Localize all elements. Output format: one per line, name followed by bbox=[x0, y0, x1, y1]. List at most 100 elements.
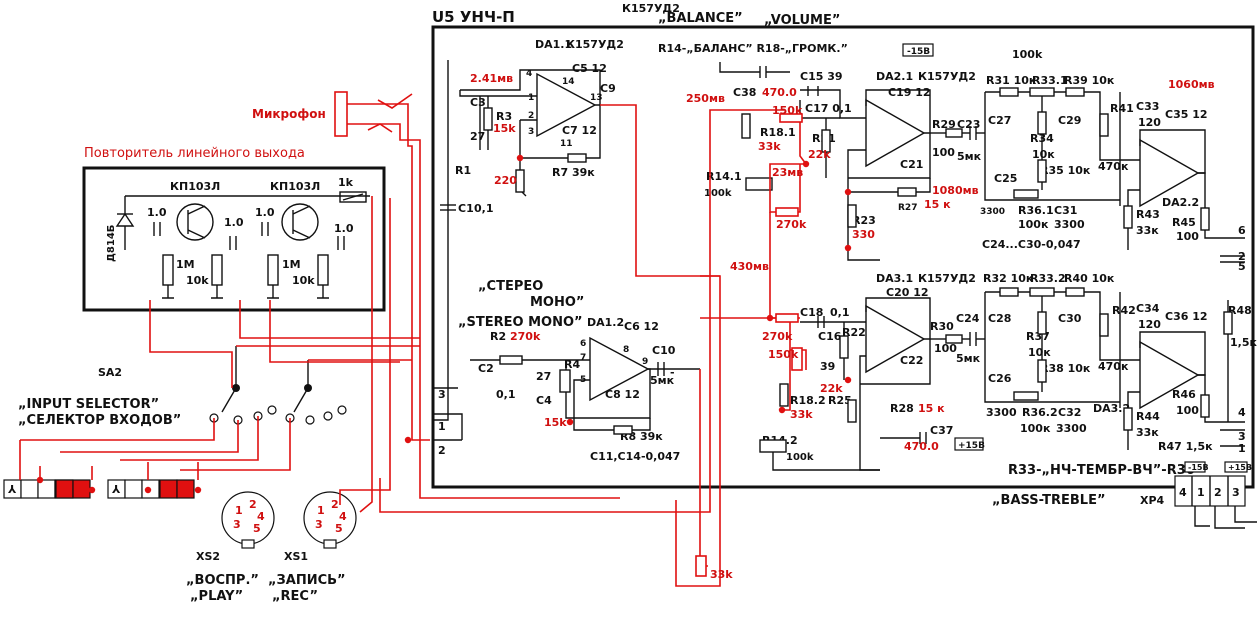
r36-1-value: 100к bbox=[1018, 218, 1049, 231]
r31-resistor bbox=[999, 87, 1019, 97]
da1-2-label: DA1.2 bbox=[587, 316, 624, 329]
gate-resistor-2 bbox=[267, 254, 279, 286]
r43-value: 33к bbox=[1136, 224, 1159, 237]
c3-value: 27 bbox=[470, 130, 485, 143]
r14-1-pot bbox=[745, 177, 773, 191]
c22-label: C22 bbox=[900, 354, 923, 367]
da1-1-pin13: 13 bbox=[590, 93, 603, 103]
xp4-box-1-label: -15В bbox=[1188, 463, 1209, 472]
c17-label: C17 0,1 bbox=[805, 102, 852, 115]
meas-c-470-a: 470.0 bbox=[762, 86, 797, 99]
c10-label: C10 bbox=[652, 344, 676, 357]
left-terminal-2: 2 bbox=[438, 444, 446, 457]
din-pin-label: 4 bbox=[339, 510, 347, 523]
c9-label: C9 bbox=[600, 82, 616, 95]
da1-2-pin9: 9 bbox=[642, 357, 648, 367]
diode-label: Д814Б bbox=[106, 225, 117, 262]
c26-value: 3300 bbox=[986, 406, 1017, 419]
r41-value: 470к bbox=[1098, 160, 1129, 173]
jack-cell-glyph: ⅄ bbox=[8, 483, 17, 496]
din-pin-label: 4 bbox=[257, 510, 265, 523]
tone-caption: R33-„НЧ-ТЕМБР-ВЧ”-R36 bbox=[1008, 463, 1195, 478]
r34-resistor bbox=[1037, 111, 1047, 135]
r44-resistor bbox=[1123, 407, 1133, 431]
r42-label: R42 bbox=[1112, 304, 1136, 317]
c36-label: C36 12 bbox=[1165, 310, 1208, 323]
meas-r-33k-b: 33k bbox=[790, 408, 813, 421]
terminal-4: 4 bbox=[1238, 406, 1246, 419]
left-terminal-1: 1 bbox=[438, 420, 446, 433]
meas-r-15k-c: 15k bbox=[544, 416, 567, 429]
r23-resistor bbox=[847, 204, 857, 228]
c2-label: C2 bbox=[478, 362, 494, 375]
da2-1-type: К157УД2 bbox=[918, 70, 976, 83]
din-pin-label: 3 bbox=[233, 518, 241, 531]
r37-value: 10к bbox=[1028, 346, 1051, 359]
opamp-da3-1 bbox=[865, 304, 926, 374]
din-pin-label: 5 bbox=[253, 522, 261, 535]
gate-r-2-label: 1M bbox=[282, 258, 301, 271]
xs2-label: XS2 bbox=[196, 550, 220, 563]
r14-1-value: 100k bbox=[704, 188, 732, 199]
r48-label: R48 bbox=[1228, 304, 1252, 317]
top-100k-label: 100k bbox=[1012, 48, 1043, 61]
input-selector: SA2 „INPUT SELECTOR” „СЕЛЕКТОР ВХОДОВ” bbox=[18, 346, 347, 428]
meas-v-r21: 23мв bbox=[772, 166, 803, 179]
r31-label: R31 10к bbox=[986, 74, 1037, 87]
r150k-a-resistor bbox=[779, 113, 803, 123]
r33k-c-resistor bbox=[695, 555, 707, 577]
supply-plus-label: +15В bbox=[958, 441, 985, 451]
c31-label: C31 bbox=[1054, 204, 1077, 217]
cap-2-label: 1.0 bbox=[224, 216, 244, 229]
da1-1-pin1: 1 bbox=[528, 93, 534, 103]
xs1-socket bbox=[303, 491, 357, 545]
source-resistor-1 bbox=[211, 254, 223, 286]
da3-1-label: DA3.1 bbox=[876, 272, 913, 285]
r3-label: R3 bbox=[496, 110, 512, 123]
r14-1-label: R14.1 bbox=[706, 170, 742, 183]
jfet-1-symbol bbox=[176, 203, 214, 241]
xp4-pin-3: 3 bbox=[1232, 486, 1240, 499]
c8-label: C8 12 bbox=[605, 388, 640, 401]
c35-label: C35 12 bbox=[1165, 108, 1208, 121]
series-r-label: 1k bbox=[338, 176, 354, 189]
c29-label: C29 bbox=[1058, 114, 1081, 127]
r44-value: 33к bbox=[1136, 426, 1159, 439]
volume-en-label: „VOLUME” bbox=[764, 13, 840, 28]
c1-label: C1 bbox=[458, 202, 474, 215]
din-pin-label: 5 bbox=[335, 522, 343, 535]
c19-label: C19 12 bbox=[888, 86, 931, 99]
meas-r-150k-b: 150k bbox=[768, 348, 799, 361]
cap-1-label: 1.0 bbox=[147, 206, 167, 219]
c25-value: 3300 bbox=[980, 207, 1005, 217]
din-pin-label: 2 bbox=[249, 498, 257, 511]
da1-1-pin11: 11 bbox=[560, 139, 573, 149]
follower-frame bbox=[82, 166, 386, 312]
zener-diode bbox=[115, 212, 135, 227]
meas-v-da2-out: 1060мв bbox=[1168, 78, 1215, 91]
xp4-pin-4: 4 bbox=[1179, 486, 1187, 499]
mic-jack bbox=[334, 91, 348, 137]
junction-dot bbox=[88, 486, 96, 494]
r27-label: R27 bbox=[898, 203, 917, 213]
r29-label: R29 bbox=[932, 118, 956, 131]
da1-1-type: К157УД2 bbox=[566, 38, 624, 51]
da1-1-label: DA1.1 bbox=[535, 38, 572, 51]
r46-value: 100 bbox=[1176, 404, 1199, 417]
c20-label: C20 12 bbox=[886, 286, 929, 299]
meas-r-330: 330 bbox=[852, 228, 875, 241]
xp4-pin-2: 2 bbox=[1214, 486, 1222, 499]
meas-r-22k-b: 22k bbox=[820, 382, 843, 395]
c33-label: C33 bbox=[1136, 100, 1159, 113]
r220-resistor bbox=[515, 169, 525, 193]
da1-2-pin6: 6 bbox=[580, 339, 586, 349]
c21-label: C21 bbox=[900, 158, 923, 171]
c28-label: C28 bbox=[988, 312, 1011, 325]
rec-ru-label: „ЗАПИСЬ” bbox=[268, 573, 346, 588]
r37-resistor bbox=[1037, 311, 1047, 335]
meas-r-33k-c: 33k bbox=[710, 568, 733, 581]
din-pin-label: 3 bbox=[315, 518, 323, 531]
r18-1-label: R18.1 bbox=[760, 126, 796, 139]
da2-2-label: DA2.2 bbox=[1162, 196, 1199, 209]
